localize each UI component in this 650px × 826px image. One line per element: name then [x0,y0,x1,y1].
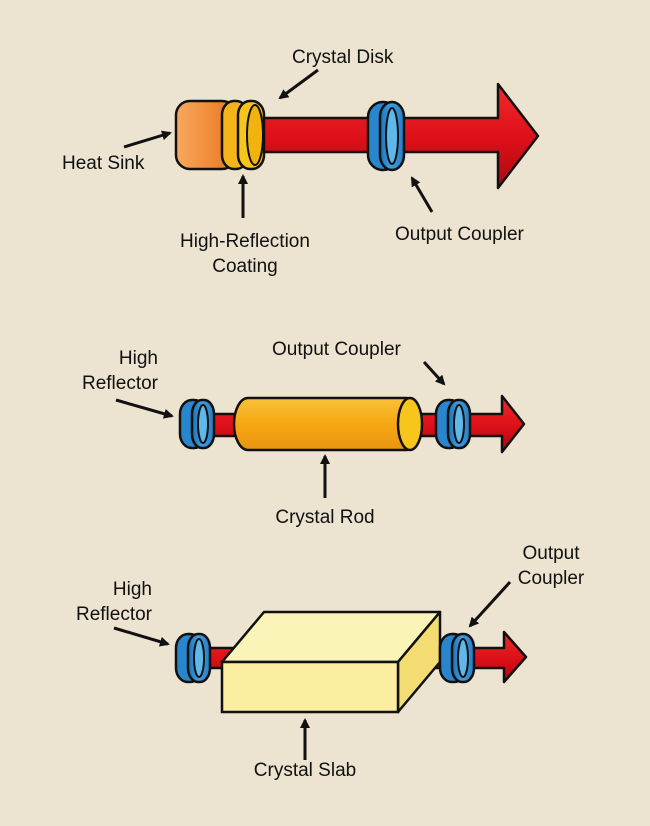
hr-coating-label-line2: Coating [212,256,278,277]
disk-output-coupler-mirror [366,100,406,172]
disk-output-coupler-label: Output Coupler [395,224,524,245]
arrow-output-coupler-1 [410,176,434,213]
crystal-disk-shape [220,99,266,171]
slab-output-coupler-label-line2: Coupler [517,568,585,589]
arrow-slab-output-coupler [468,580,512,628]
rod-output-coupler-label: Output Coupler [272,339,401,360]
slab-output-coupler-mirror [438,632,476,684]
arrow-rod-high-reflector [115,398,174,419]
crystal-disk-label: Crystal Disk [292,47,394,68]
rod-laser-group [115,360,526,498]
rod-high-reflector-label-line2: Reflector [81,373,158,394]
slab-laser-group [113,580,528,760]
arrow-heat-sink [123,130,172,149]
slab-high-reflector-label-line2: Reflector [75,604,152,625]
hr-coating-label-line1: High-Reflection [180,231,310,252]
crystal-rod-label: Crystal Rod [275,507,375,528]
slab-high-reflector-mirror [174,632,212,684]
slab-high-reflector-label-line1: High [112,579,152,600]
arrow-rod-output-coupler [422,360,446,386]
arrow-crystal-disk [278,68,319,100]
heat-sink-label: Heat Sink [62,153,145,174]
crystal-rod-shape [232,396,424,452]
disk-laser-group [123,68,540,218]
rod-high-reflector-label-line1: High [118,348,158,369]
rod-high-reflector-mirror [178,398,216,450]
rod-output-coupler-mirror [434,398,472,450]
arrow-slab-high-reflector [113,626,170,647]
slab-output-coupler-label-line1: Output [522,543,580,564]
crystal-slab-label: Crystal Slab [253,760,357,781]
crystal-slab-shape [220,610,442,714]
